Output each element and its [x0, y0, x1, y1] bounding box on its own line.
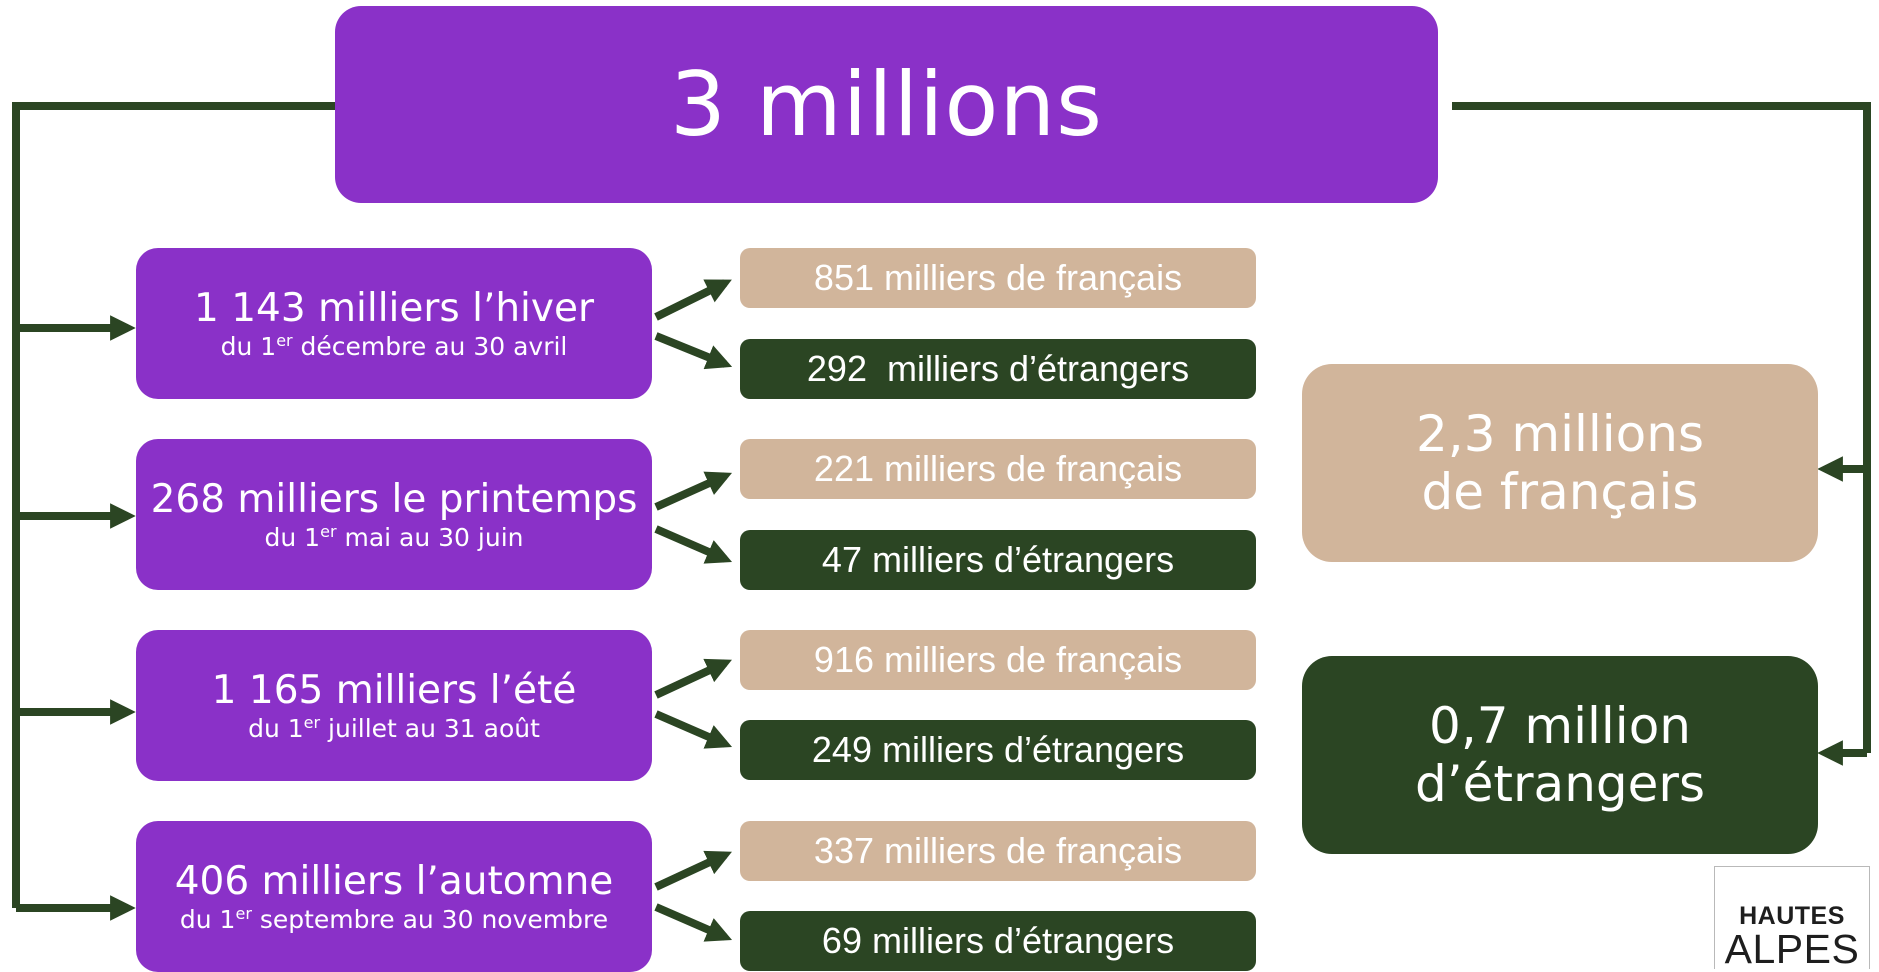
- season-title: 268 milliers le printemps: [150, 476, 638, 522]
- french-visitors-spring: 221 milliers de français: [740, 439, 1256, 499]
- logo-line1: HAUTES: [1739, 902, 1845, 930]
- hautes-alpes-logo: HAUTES ALPES: [1714, 866, 1870, 972]
- arrow-spring-french: [654, 471, 733, 511]
- season-period: du 1er septembre au 30 novembre: [179, 903, 609, 934]
- season-box-spring: 268 milliers le printemps du 1er mai au …: [136, 439, 652, 590]
- arrow-summer-french: [654, 658, 732, 699]
- french-total-line1: 2,3 millions: [1415, 405, 1704, 463]
- foreign-visitors-autumn: 69 milliers d’étrangers: [740, 911, 1256, 971]
- arrow-autumn-foreign: [654, 903, 733, 942]
- foreign-visitors-spring: 47 milliers d’étrangers: [740, 530, 1256, 590]
- arrow-spring-foreign: [654, 525, 733, 564]
- french-visitors-summer: 916 milliers de français: [740, 630, 1256, 690]
- season-title: 406 milliers l’automne: [174, 858, 614, 904]
- right-bracket-line: [1452, 102, 1871, 753]
- season-period: du 1er décembre au 30 avril: [220, 330, 568, 361]
- french-total-line2: de français: [1421, 463, 1699, 521]
- arrow-autumn-french: [654, 850, 732, 891]
- arrow-summer-foreign: [654, 710, 733, 749]
- foreign-total-line1: 0,7 million: [1429, 697, 1691, 755]
- total-label: 3 millions: [670, 53, 1103, 156]
- left-bracket-line: [12, 102, 335, 908]
- foreign-visitors-summer: 249 milliers d’étrangers: [740, 720, 1256, 780]
- season-period: du 1er mai au 30 juin: [264, 521, 524, 552]
- french-visitors-winter: 851 milliers de français: [740, 248, 1256, 308]
- season-box-summer: 1 165 milliers l’été du 1er juillet au 3…: [136, 630, 652, 781]
- season-box-autumn: 406 milliers l’automne du 1er septembre …: [136, 821, 652, 972]
- arrow-winter-french: [654, 279, 732, 321]
- foreign-total-box: 0,7 million d’étrangers: [1302, 656, 1818, 854]
- season-period: du 1er juillet au 31 août: [248, 712, 540, 743]
- arrow-winter-foreign: [654, 332, 733, 370]
- french-total-box: 2,3 millions de français: [1302, 364, 1818, 562]
- total-box: 3 millions: [335, 6, 1438, 203]
- season-box-winter: 1 143 milliers l’hiver du 1er décembre a…: [136, 248, 652, 399]
- foreign-total-line2: d’étrangers: [1415, 755, 1705, 813]
- season-title: 1 143 milliers l’hiver: [193, 285, 595, 331]
- season-title: 1 165 milliers l’été: [211, 667, 577, 713]
- foreign-visitors-winter: 292 milliers d’étrangers: [740, 339, 1256, 399]
- logo-line2: ALPES: [1724, 926, 1860, 972]
- french-visitors-autumn: 337 milliers de français: [740, 821, 1256, 881]
